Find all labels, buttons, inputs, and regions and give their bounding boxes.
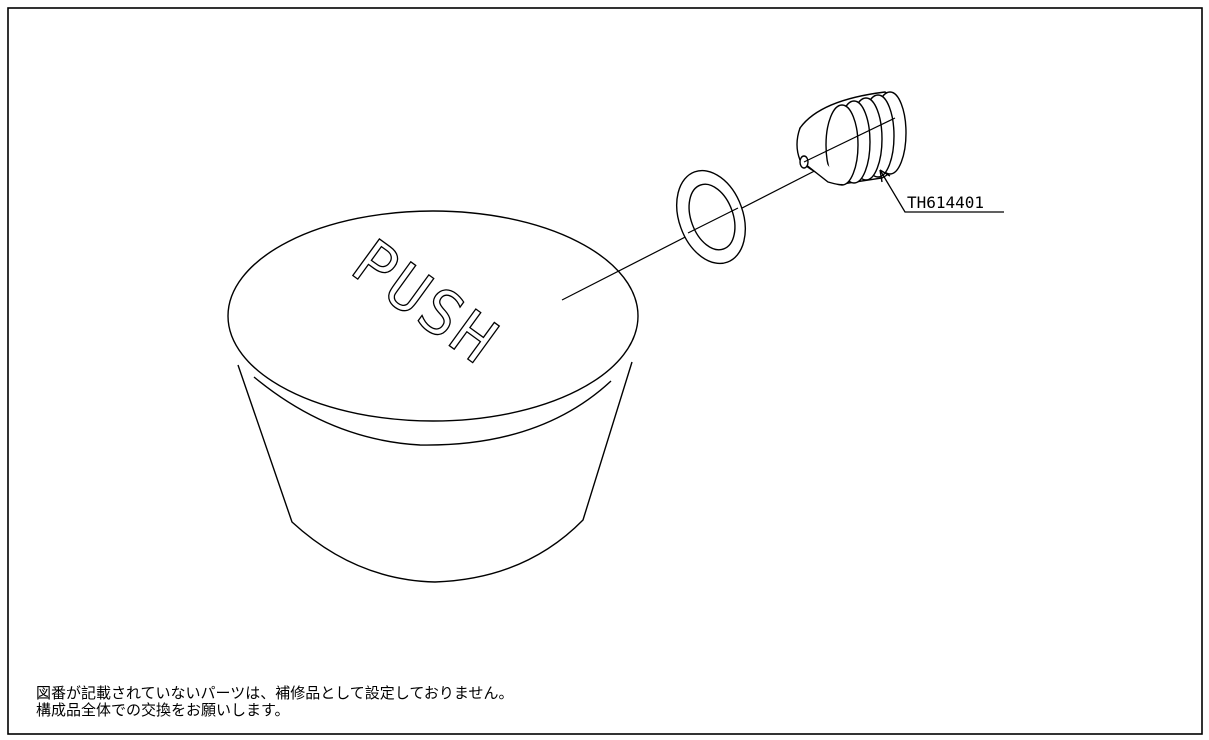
threaded-plug-tip (796, 127, 843, 186)
push-knob (227, 210, 639, 583)
threaded-plug (796, 91, 907, 186)
drawing-border (7, 7, 1203, 735)
push-knob-label: PUSH (339, 225, 512, 379)
push-knob-shoulder (253, 376, 612, 446)
part-label-leader (879, 169, 1004, 213)
assembly-axis-through-washer (687, 207, 739, 234)
push-knob-body (237, 361, 633, 583)
leader-arrow-icon (879, 169, 891, 183)
washer (676, 169, 746, 265)
part-number-label: TH614401 (907, 193, 984, 212)
washer-inner (688, 183, 736, 251)
note-line-1: 図番が記載されていないパーツは、補修品として設定しておりません。 (36, 684, 514, 702)
note-line-2: 構成品全体での交換をお願いします。 (36, 701, 290, 719)
assembly-axis-through-plug (803, 117, 896, 163)
push-knob-top (227, 210, 639, 422)
